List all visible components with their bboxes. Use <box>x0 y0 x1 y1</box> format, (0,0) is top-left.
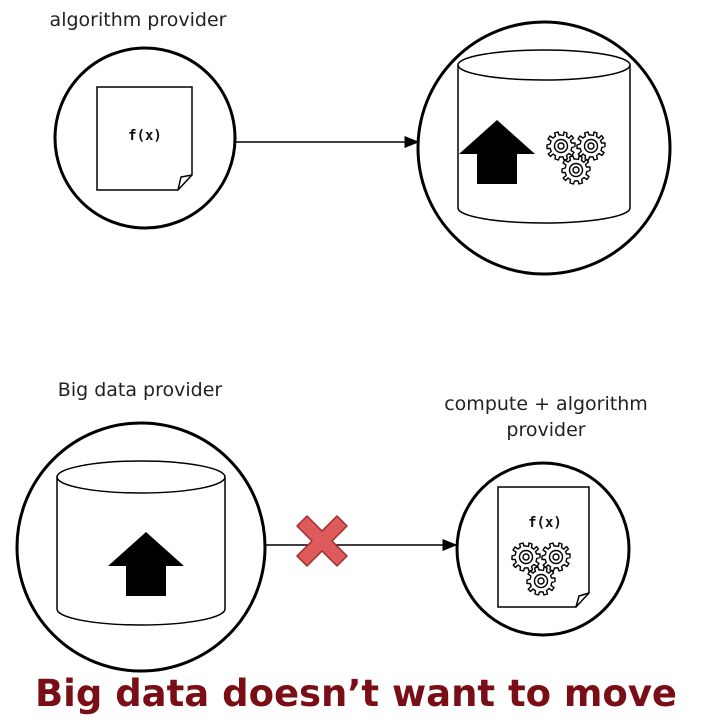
top-algorithm-provider-node: f(x) <box>53 46 237 230</box>
blocked-cross-icon <box>296 515 348 567</box>
function-fx-label: f(x) <box>128 128 162 144</box>
document-icon <box>96 86 193 191</box>
document-icon <box>497 486 590 608</box>
top-data-provider-node <box>416 20 672 276</box>
compute-algorithm-provider-label-line1: compute + algorithm <box>444 393 648 415</box>
top-algorithm-provider-label: algorithm provider <box>50 9 227 31</box>
function-fx-label: f(x) <box>528 515 562 531</box>
big-data-provider-label: Big data provider <box>58 379 223 401</box>
compute-algorithm-provider-node: f(x) <box>455 461 631 637</box>
compute-algorithm-provider-label-line2: provider <box>506 419 585 441</box>
big-data-provider-node <box>15 421 267 673</box>
headline-banner: Big data doesn’t want to move <box>35 672 677 715</box>
